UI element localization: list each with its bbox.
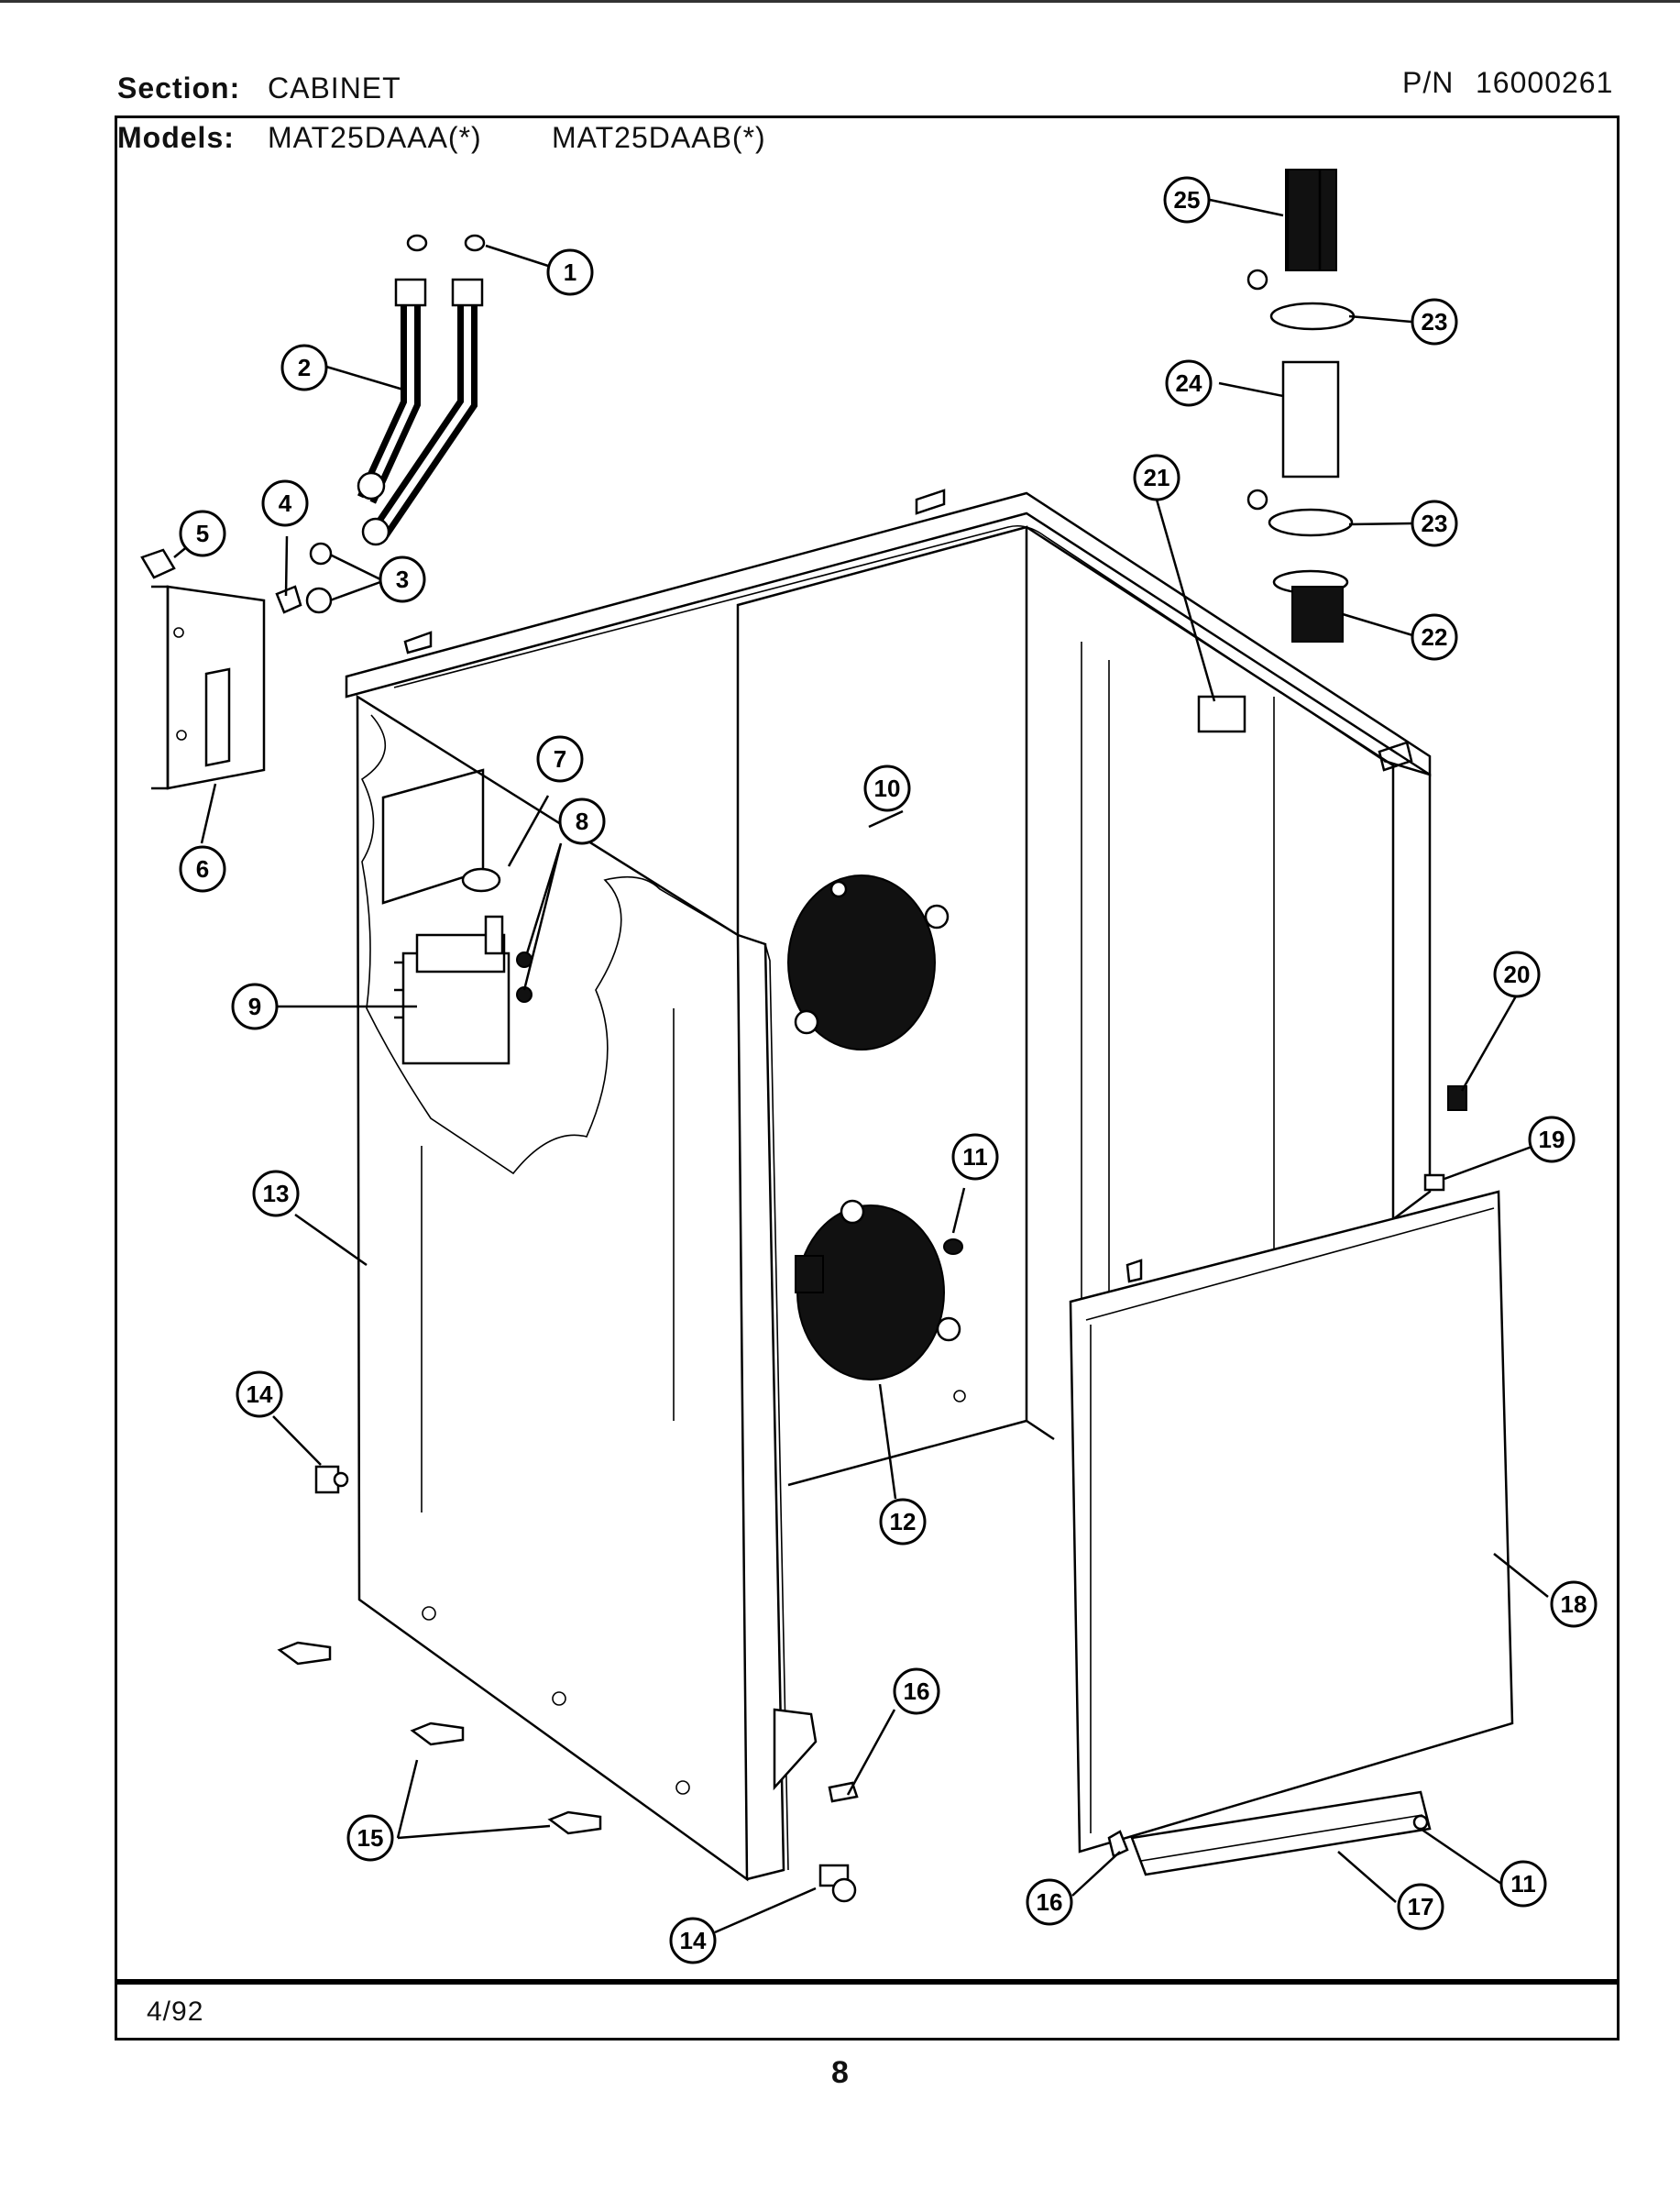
callout-2: 2: [280, 344, 328, 391]
svg-text:5: 5: [196, 520, 209, 547]
footer-box: [115, 1982, 1620, 2040]
water-valve: [394, 867, 533, 1065]
svg-text:14: 14: [247, 1380, 273, 1408]
screw-14-left: [314, 1465, 349, 1494]
callout-14-right: 14: [669, 1917, 717, 1964]
section-label: Section:: [117, 72, 241, 104]
svg-text:8: 8: [576, 808, 588, 835]
section-value: CABINET: [268, 72, 401, 104]
callout-16-upper: 16: [893, 1667, 940, 1715]
svg-text:16: 16: [904, 1678, 930, 1705]
svg-text:12: 12: [890, 1508, 917, 1535]
svg-text:6: 6: [196, 855, 209, 883]
model-1: MAT25DAAA(*): [268, 121, 482, 154]
screw-11-upper: [943, 1238, 963, 1255]
svg-text:20: 20: [1504, 961, 1531, 988]
vent-upper: [787, 874, 950, 1050]
front-panel: [1069, 1190, 1514, 1854]
callout-23-upper: 23: [1411, 298, 1458, 346]
callout-14-left: 14: [236, 1370, 283, 1418]
hinge-16: [773, 1708, 818, 1791]
leader-lines: [173, 198, 1553, 1934]
screw-11-lower: [1412, 1814, 1429, 1831]
model-2: MAT25DAAB(*): [552, 121, 766, 154]
callout-21: 21: [1133, 454, 1180, 501]
revision-date: 4/92: [147, 1996, 204, 2027]
callout-4: 4: [261, 479, 309, 527]
callout-11-upper: 11: [951, 1133, 999, 1181]
diagram-frame: [115, 116, 1620, 1982]
clip-16-upper: [828, 1781, 859, 1803]
callout-23-lower: 23: [1411, 500, 1458, 547]
svg-text:24: 24: [1176, 369, 1202, 397]
washer-icon: [305, 587, 333, 614]
callout-19: 19: [1528, 1116, 1576, 1163]
svg-text:17: 17: [1408, 1893, 1434, 1920]
clip-19: [1423, 1173, 1445, 1192]
svg-text:22: 22: [1422, 623, 1448, 651]
svg-text:13: 13: [263, 1180, 290, 1207]
svg-text:7: 7: [554, 745, 566, 773]
svg-text:10: 10: [874, 775, 901, 802]
svg-text:11: 11: [962, 1143, 988, 1171]
svg-text:19: 19: [1539, 1126, 1565, 1153]
callout-17: 17: [1397, 1883, 1444, 1930]
top-rule: [0, 0, 1680, 3]
clip-16-lower: [1107, 1830, 1129, 1858]
callout-5: 5: [179, 510, 226, 557]
callout-25: 25: [1163, 176, 1211, 224]
svg-text:15: 15: [357, 1824, 384, 1852]
callout-15: 15: [346, 1814, 394, 1862]
callout-9: 9: [231, 983, 279, 1030]
callout-18: 18: [1550, 1580, 1598, 1628]
svg-text:1: 1: [564, 258, 576, 286]
callout-3: 3: [379, 556, 426, 603]
svg-text:14: 14: [680, 1927, 707, 1954]
svg-text:25: 25: [1174, 186, 1201, 214]
svg-text:3: 3: [396, 566, 409, 593]
valve-bracket: [140, 548, 302, 790]
svg-text:4: 4: [279, 490, 292, 517]
svg-text:11: 11: [1510, 1870, 1536, 1898]
fill-hoses: [357, 234, 486, 546]
callout-24: 24: [1165, 359, 1213, 407]
toe-plate: [1130, 1790, 1432, 1876]
clip-20: [1447, 1085, 1467, 1111]
screw-14-right: [818, 1864, 857, 1903]
washer-icon: [309, 542, 333, 566]
part-number-value: 16000261: [1476, 66, 1614, 99]
callout-11-lower: 11: [1499, 1860, 1547, 1908]
page-number: 8: [831, 2055, 849, 2090]
callout-7: 7: [536, 735, 584, 783]
svg-text:16: 16: [1037, 1888, 1063, 1916]
callout-20: 20: [1493, 951, 1541, 998]
screws-15: [277, 1641, 602, 1835]
callout-1: 1: [546, 248, 594, 296]
drain-assembly: [1246, 169, 1356, 643]
vent-lower: [795, 1199, 961, 1380]
svg-text:21: 21: [1144, 464, 1170, 491]
callout-13: 13: [252, 1170, 300, 1217]
callout-22: 22: [1411, 613, 1458, 661]
callout-12: 12: [879, 1498, 927, 1546]
callout-8: 8: [558, 798, 606, 845]
part-number-label: P/N: [1402, 66, 1455, 99]
callout-10: 10: [863, 764, 911, 812]
svg-text:9: 9: [248, 993, 261, 1020]
svg-text:18: 18: [1561, 1590, 1587, 1618]
svg-text:23: 23: [1422, 308, 1448, 336]
pad-21: [1197, 695, 1246, 733]
svg-text:2: 2: [298, 354, 311, 381]
callout-6: 6: [179, 845, 226, 893]
callout-16-lower: 16: [1026, 1878, 1073, 1926]
models-label: Models:: [117, 121, 235, 154]
svg-text:23: 23: [1422, 510, 1448, 537]
